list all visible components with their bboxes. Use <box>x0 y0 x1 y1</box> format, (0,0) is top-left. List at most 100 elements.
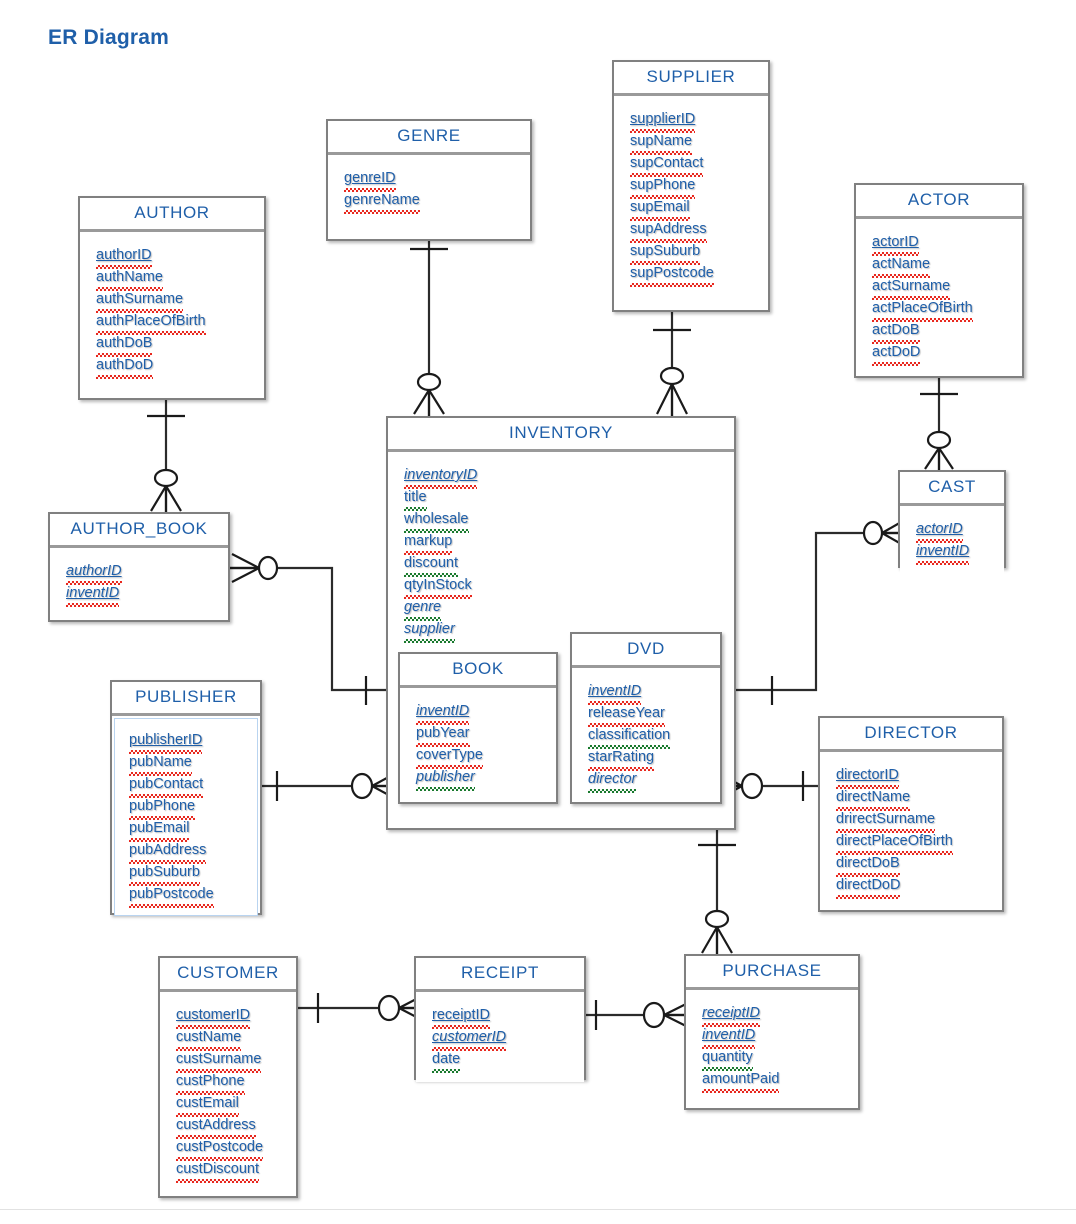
attribute-supemail[interactable]: supEmail <box>630 196 690 222</box>
attribute-custdiscount[interactable]: custDiscount <box>176 1158 260 1184</box>
attribute-supsuburb[interactable]: supSuburb <box>630 240 701 266</box>
attribute-covertype[interactable]: coverType <box>416 744 483 770</box>
attribute-actname[interactable]: actName <box>872 253 931 279</box>
attribute-authsurname[interactable]: authSurname <box>96 288 184 314</box>
attribute-inventid[interactable]: inventID <box>916 540 970 566</box>
attribute-releaseyear[interactable]: releaseYear <box>588 702 665 728</box>
attribute-custaddress[interactable]: custAddress <box>176 1114 256 1140</box>
attribute-supaddress[interactable]: supAddress <box>630 218 707 244</box>
attribute-pubemail[interactable]: pubEmail <box>129 817 190 843</box>
attribute-actsurname[interactable]: actSurname <box>872 275 951 301</box>
attribute-inventid[interactable]: inventID <box>588 680 642 706</box>
attribute-pubpostcode[interactable]: pubPostcode <box>129 883 214 909</box>
attribute-custpostcode[interactable]: custPostcode <box>176 1136 264 1162</box>
attribute-receiptid[interactable]: receiptID <box>432 1004 491 1030</box>
attribute-genreid[interactable]: genreID <box>344 167 396 193</box>
attribute-date[interactable]: date <box>432 1048 461 1074</box>
attribute-custsurname[interactable]: custSurname <box>176 1048 262 1074</box>
attribute-publisher[interactable]: publisher <box>416 766 475 792</box>
relationship-inventory-purchase <box>698 830 736 954</box>
attribute-customerid[interactable]: customerID <box>176 1004 251 1030</box>
attribute-custphone[interactable]: custPhone <box>176 1070 245 1096</box>
entity-title: RECEIPT <box>416 958 584 992</box>
attribute-qtyinstock[interactable]: qtyInStock <box>404 574 472 600</box>
attribute-director[interactable]: director <box>588 768 637 794</box>
attribute-directplaceofbirth[interactable]: directPlaceOfBirth <box>836 830 953 856</box>
attribute-title[interactable]: title <box>404 486 427 512</box>
attribute-quantity[interactable]: quantity <box>702 1046 753 1072</box>
attribute-wholesale[interactable]: wholesale <box>404 508 469 534</box>
attribute-inventid[interactable]: inventID <box>66 582 120 608</box>
attribute-drirectsurname[interactable]: drirectSurname <box>836 808 936 834</box>
attribute-inventid[interactable]: inventID <box>702 1024 756 1050</box>
attribute-classification[interactable]: classification <box>588 724 671 750</box>
attribute-directdod[interactable]: directDoD <box>836 874 901 900</box>
attribute-pubyear[interactable]: pubYear <box>416 722 470 748</box>
attribute-custemail[interactable]: custEmail <box>176 1092 239 1118</box>
attribute-authname[interactable]: authName <box>96 266 163 292</box>
attribute-supname[interactable]: supName <box>630 130 693 156</box>
attribute-inventid[interactable]: inventID <box>416 700 470 726</box>
attribute-authorid[interactable]: authorID <box>66 560 122 586</box>
attribute-genre[interactable]: genre <box>404 596 442 622</box>
entity-title: GENRE <box>328 121 530 155</box>
attribute-pubphone[interactable]: pubPhone <box>129 795 196 821</box>
attribute-receiptid[interactable]: receiptID <box>702 1002 761 1028</box>
attribute-actdob[interactable]: actDoB <box>872 319 920 345</box>
attribute-genrename[interactable]: genreName <box>344 189 420 215</box>
attribute-pubcontact[interactable]: pubContact <box>129 773 204 799</box>
attribute-pubaddress[interactable]: pubAddress <box>129 839 207 865</box>
entity-title: ACTOR <box>856 185 1022 219</box>
attribute-directorid[interactable]: directorID <box>836 764 899 790</box>
attribute-directname[interactable]: directName <box>836 786 911 812</box>
entity-title: SUPPLIER <box>614 62 768 96</box>
attribute-authorid[interactable]: authorID <box>96 244 152 270</box>
attribute-suppostcode[interactable]: supPostcode <box>630 262 714 288</box>
attribute-authplaceofbirth[interactable]: authPlaceOfBirth <box>96 310 206 336</box>
attribute-supcontact[interactable]: supContact <box>630 152 704 178</box>
attribute-pubname[interactable]: pubName <box>129 751 192 777</box>
attribute-custname[interactable]: custName <box>176 1026 242 1052</box>
attribute-actorid[interactable]: actorID <box>872 231 919 257</box>
attribute-publisherid[interactable]: publisherID <box>129 729 203 755</box>
attribute-discount[interactable]: discount <box>404 552 459 578</box>
attribute-actorid[interactable]: actorID <box>916 518 963 544</box>
attribute-actdod[interactable]: actDoD <box>872 341 921 367</box>
attribute-supphone[interactable]: supPhone <box>630 174 696 200</box>
attribute-actplaceofbirth[interactable]: actPlaceOfBirth <box>872 297 973 323</box>
attribute-authdob[interactable]: authDoB <box>96 332 153 358</box>
attribute-supplier[interactable]: supplier <box>404 618 455 644</box>
attribute-authdod[interactable]: authDoD <box>96 354 154 380</box>
attribute-markup[interactable]: markup <box>404 530 453 556</box>
attribute-amountpaid[interactable]: amountPaid <box>702 1068 780 1094</box>
attribute-pubsuburb[interactable]: pubSuburb <box>129 861 200 887</box>
attribute-starrating[interactable]: starRating <box>588 746 655 772</box>
entity-title: PUBLISHER <box>112 682 260 716</box>
page-title: ER Diagram <box>48 26 170 49</box>
attribute-supplierid[interactable]: supplierID <box>630 108 696 134</box>
attribute-customerid[interactable]: customerID <box>432 1026 507 1052</box>
attribute-inventoryid[interactable]: inventoryID <box>404 464 478 490</box>
attribute-directdob[interactable]: directDoB <box>836 852 900 878</box>
